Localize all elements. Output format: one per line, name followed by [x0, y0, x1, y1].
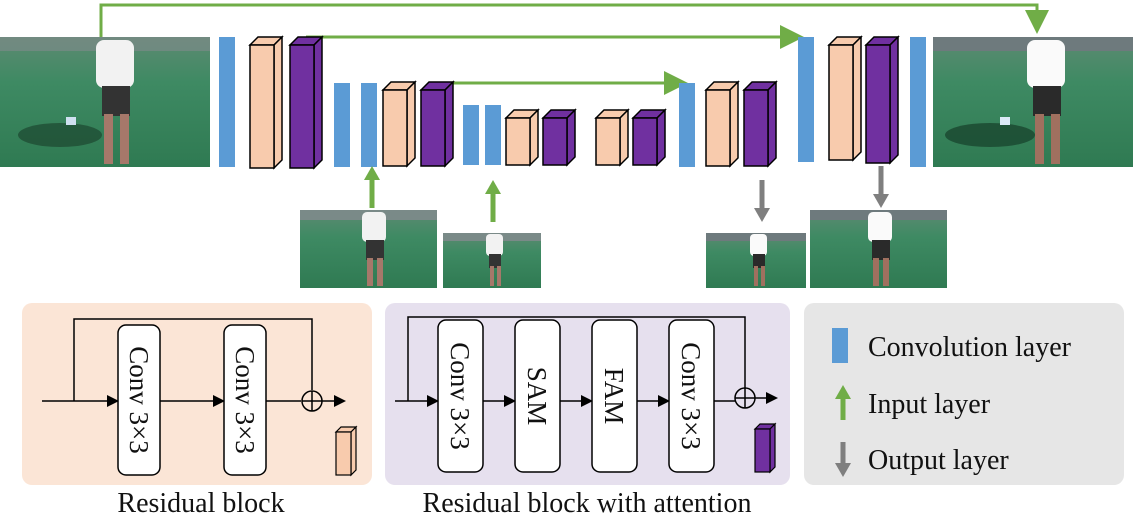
- output-arrow: [754, 180, 770, 222]
- conv-layer: [798, 37, 814, 162]
- conv-layer: [910, 37, 926, 167]
- fam-label: FAM: [599, 368, 629, 425]
- legend-output-arrow-icon: [835, 442, 851, 477]
- attention-block-panel: Conv 3×3 SAM FAM Conv 3×3: [385, 303, 790, 485]
- conv-layer: [219, 37, 235, 167]
- conv-label: Conv 3×3: [230, 346, 260, 454]
- output-arrow: [873, 166, 889, 208]
- conv-label: Conv 3×3: [445, 342, 475, 450]
- conv-layer: [361, 83, 377, 167]
- residual-block-cuboid: [594, 108, 630, 167]
- conv-box: [117, 324, 161, 476]
- legend-input-label: Input layer: [868, 389, 991, 420]
- conv-box: [437, 319, 484, 473]
- conv-label: Conv 3×3: [676, 342, 706, 450]
- legend-input-arrow-icon: [835, 385, 851, 420]
- sam-label: SAM: [522, 367, 552, 426]
- attention-block-cuboid: [419, 80, 455, 168]
- legend-conv-swatch: [832, 328, 848, 363]
- fam-box: [591, 319, 638, 473]
- attention-block-cuboid: [288, 35, 324, 170]
- legend-output-label: Output layer: [868, 445, 1009, 476]
- residual-block-panel: Conv 3×3 Conv 3×3: [22, 303, 372, 485]
- attention-block-cuboid: [864, 35, 900, 165]
- sum-icon: [734, 387, 756, 409]
- input-arrow: [485, 180, 501, 222]
- attention-block-caption: Residual block with attention: [423, 488, 752, 517]
- input-image-small-1: [300, 210, 437, 288]
- skip-connection-top: [99, 3, 1049, 37]
- residual-block-caption: Residual block: [117, 488, 284, 517]
- residual-block-cuboid: [504, 108, 540, 167]
- input-image-blurry: [0, 37, 210, 167]
- input-arrow: [364, 166, 380, 208]
- sam-box: [514, 319, 561, 473]
- output-image-small-2: [810, 210, 947, 288]
- residual-block-cuboid: [704, 80, 740, 168]
- conv-layer: [485, 105, 501, 165]
- conv-layer: [679, 83, 695, 167]
- conv-layer: [334, 83, 350, 167]
- residual-block-cuboid: [248, 35, 284, 170]
- attention-block-cuboid: [742, 80, 778, 168]
- input-image-small-2: [443, 233, 541, 288]
- attention-block-cuboid: [541, 108, 577, 167]
- sum-icon: [301, 390, 323, 412]
- conv-label: Conv 3×3: [124, 346, 154, 454]
- output-image-sharp: [933, 37, 1133, 167]
- legend-panel: Convolution layer Input layer Output lay…: [804, 303, 1124, 485]
- attention-block-cuboid: [631, 108, 667, 167]
- residual-block-cuboid: [827, 35, 863, 162]
- attention-block-icon: [753, 422, 777, 474]
- conv-box: [668, 319, 715, 473]
- output-image-small-1: [706, 233, 806, 288]
- residual-block-icon: [334, 425, 358, 477]
- conv-box: [223, 324, 267, 476]
- residual-block-cuboid: [381, 80, 417, 168]
- conv-layer: [463, 105, 479, 165]
- legend-conv-label: Convolution layer: [868, 332, 1072, 363]
